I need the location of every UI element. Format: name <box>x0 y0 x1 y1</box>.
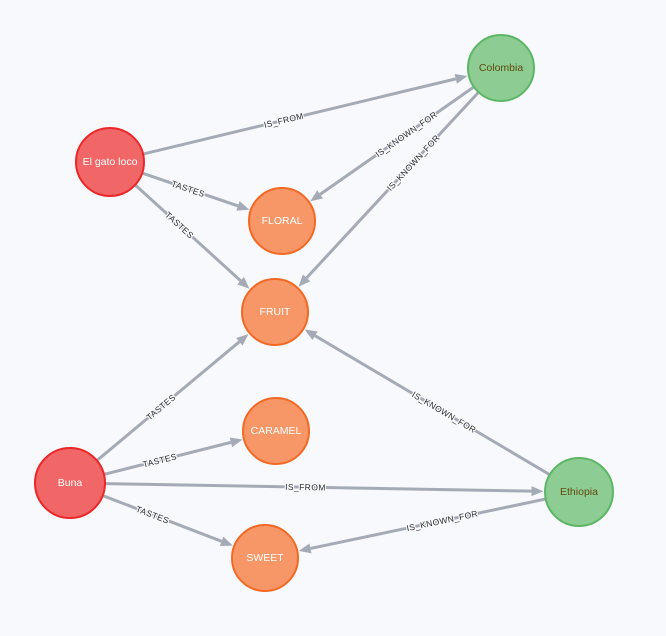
edge-arrowhead-icon <box>229 437 243 448</box>
graph-node-ethiopia[interactable]: Ethiopia <box>544 457 614 527</box>
graph-edge[interactable] <box>310 497 547 550</box>
edge-label: IS_KNOWN_FOR <box>406 508 479 533</box>
graph-edge[interactable] <box>314 334 551 476</box>
graph-edge[interactable] <box>142 77 457 156</box>
edge-arrowhead-icon <box>298 543 312 554</box>
node-circle[interactable] <box>248 187 316 255</box>
edge-arrowhead-icon <box>304 329 318 340</box>
edge-arrowhead-icon <box>236 201 250 211</box>
edge-label: TASTES <box>163 210 196 241</box>
edge-label: TASTES <box>144 392 177 422</box>
graph-node-elgatoloco[interactable]: El gato loco <box>75 127 145 197</box>
graph-edge[interactable] <box>103 440 232 476</box>
edge-arrowhead-icon <box>219 536 233 546</box>
graph-edge[interactable] <box>104 482 532 493</box>
graph-edge[interactable] <box>305 91 480 279</box>
graph-node-floral[interactable]: FLORAL <box>248 187 316 255</box>
graph-edge[interactable] <box>141 171 239 208</box>
node-circle[interactable] <box>75 127 145 197</box>
graph-node-caramel[interactable]: CARAMEL <box>242 397 310 465</box>
node-circle[interactable] <box>544 457 614 527</box>
edge-label: IS_FROM <box>285 482 326 493</box>
edge-arrowhead-icon <box>237 277 250 289</box>
edge-arrowhead-icon <box>531 486 544 497</box>
node-circle[interactable] <box>231 524 299 592</box>
edge-label: TASTES <box>135 504 171 526</box>
edge-arrowhead-icon <box>310 190 323 202</box>
graph-edge[interactable] <box>95 340 241 462</box>
edges-layer <box>95 74 551 554</box>
edge-arrowhead-icon <box>236 334 249 346</box>
edge-arrowhead-icon <box>298 274 311 287</box>
graph-edge[interactable] <box>319 85 475 196</box>
node-circle[interactable] <box>34 447 106 519</box>
node-circle[interactable] <box>241 278 309 346</box>
graph-node-sweet[interactable]: SWEET <box>231 524 299 592</box>
edge-label: TASTES <box>170 178 206 199</box>
graph-edge[interactable] <box>102 494 223 543</box>
edge-label: IS_FROM <box>263 111 305 130</box>
graph-node-colombia[interactable]: Colombia <box>467 34 535 102</box>
edge-arrowhead-icon <box>454 74 468 84</box>
graph-edge[interactable] <box>134 183 242 282</box>
edge-label: IS_KNOWN_FOR <box>410 389 478 435</box>
node-circle[interactable] <box>242 397 310 465</box>
node-circle[interactable] <box>467 34 535 102</box>
graph-node-buna[interactable]: Buna <box>34 447 106 519</box>
graph-node-fruit[interactable]: FRUIT <box>241 278 309 346</box>
edge-label: TASTES <box>142 451 178 469</box>
